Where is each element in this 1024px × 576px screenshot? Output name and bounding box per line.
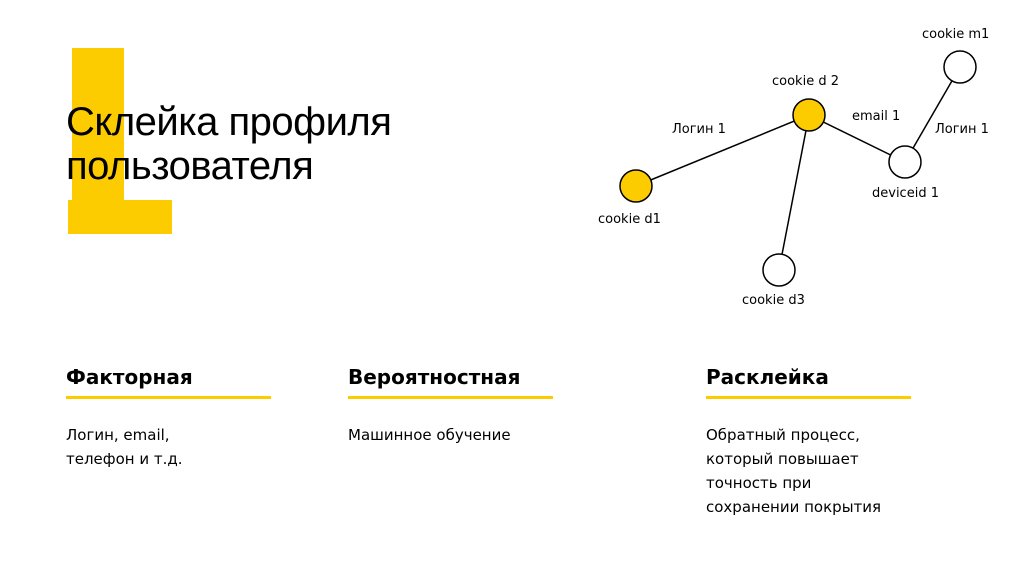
graph-edge-labels: Логин 1 email 1 Логин 1 <box>672 109 989 137</box>
slide-number-graphic: 1 <box>68 48 172 234</box>
slide-title: Склейка профиля пользователя <box>66 100 392 188</box>
edge-label-email-1: email 1 <box>852 109 900 124</box>
graph-edges <box>635 66 961 271</box>
edge-d2-d3 <box>778 114 810 271</box>
slide-title-line-2: пользователя <box>66 144 314 188</box>
node-cookie-m1 <box>943 50 977 84</box>
node-cookie-d1 <box>619 169 653 203</box>
edge-deviceid-m1 <box>904 66 961 163</box>
node-cookie-d3 <box>762 253 796 287</box>
column-factor: Факторная Логин, email, телефон и т.д. <box>66 362 271 471</box>
label-cookie-d3: cookie d3 <box>742 293 805 308</box>
edge-d2-deviceid <box>808 114 906 163</box>
slide-title-line-1: Склейка профиля <box>66 100 392 144</box>
label-deviceid-1: deviceid 1 <box>872 186 939 201</box>
label-cookie-d2: cookie d 2 <box>772 74 839 89</box>
edge-d1-d2 <box>635 114 810 187</box>
graph-nodes <box>619 50 977 287</box>
column-unmerge: Расклейка Обратный процесс, который повы… <box>706 362 911 519</box>
column-body: Логин, email, телефон и т.д. <box>66 426 183 468</box>
heading-underline <box>348 396 553 399</box>
column-heading: Вероятностная <box>348 365 521 389</box>
column-probabilistic: Вероятностная Машинное обучение <box>348 362 553 447</box>
heading-underline <box>66 396 271 399</box>
label-cookie-d1: cookie d1 <box>598 212 661 227</box>
column-body: Машинное обучение <box>348 426 511 444</box>
graph-node-labels: cookie d1 cookie d 2 cookie d3 deviceid … <box>598 27 989 308</box>
column-heading: Факторная <box>66 365 193 389</box>
column-body: Обратный процесс, который повышает точно… <box>706 426 882 516</box>
label-cookie-m1: cookie m1 <box>922 27 989 42</box>
edge-label-login-1-right: Логин 1 <box>935 122 989 137</box>
profile-graph: cookie d1 cookie d 2 cookie d3 deviceid … <box>598 27 989 308</box>
node-deviceid-1 <box>888 145 922 179</box>
numeral-one-shape <box>68 48 172 234</box>
node-cookie-d2 <box>792 98 826 132</box>
column-heading: Расклейка <box>706 365 829 389</box>
heading-underline <box>706 396 911 399</box>
edge-label-login-1-left: Логин 1 <box>672 122 726 137</box>
